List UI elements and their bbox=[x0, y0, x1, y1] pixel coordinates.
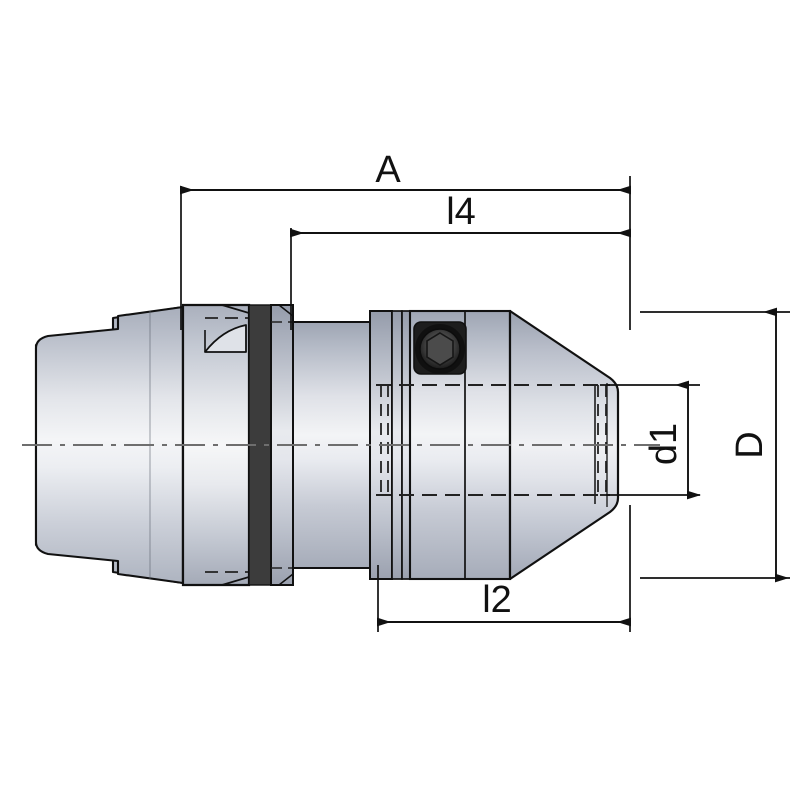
dimension-label-D: D bbox=[729, 431, 771, 458]
hex-socket-set-screw bbox=[413, 321, 467, 375]
dimension-A: A bbox=[180, 149, 631, 330]
dimension-d1: d1 bbox=[600, 380, 701, 500]
hex-socket-icon bbox=[426, 332, 454, 366]
dimension-label-A: A bbox=[375, 149, 401, 191]
dimension-D: D bbox=[640, 307, 790, 583]
dimension-label-l2: l2 bbox=[482, 579, 512, 621]
tool-holder-part bbox=[22, 303, 660, 587]
dimension-label-d1: d1 bbox=[643, 423, 685, 465]
dimension-label-l4: l4 bbox=[446, 191, 476, 233]
hsk-hollow-taper-shank bbox=[34, 305, 185, 585]
drive-groove bbox=[248, 304, 272, 586]
clamping-bore bbox=[376, 384, 610, 496]
dimension-l4: l4 bbox=[290, 191, 631, 330]
dimension-l2: l2 bbox=[377, 505, 631, 632]
